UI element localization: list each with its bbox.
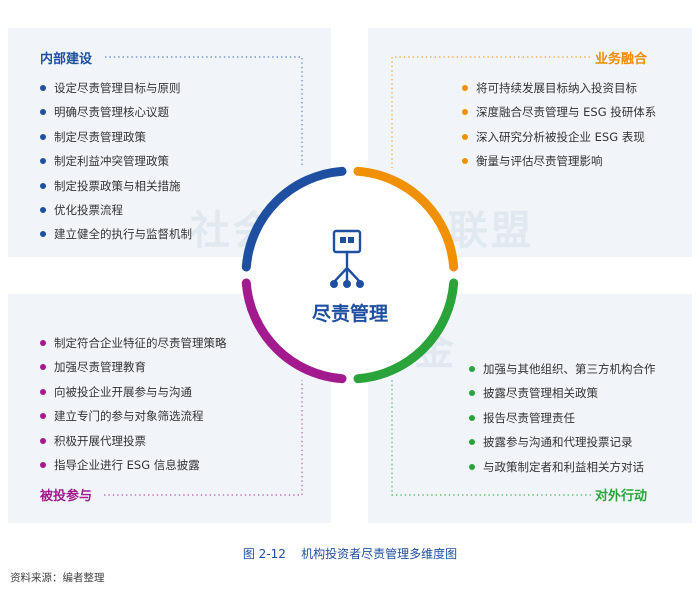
list-item: 加强与其他组织、第三方机构合作 <box>469 357 656 381</box>
ring-arc-external <box>353 278 459 384</box>
list-item: 将可持续发展目标纳入投资目标 <box>462 76 656 100</box>
list-item: 制定利益冲突管理政策 <box>40 149 192 173</box>
list-item: 深入研究分析被投企业 ESG 表现 <box>462 125 656 149</box>
list-item: 衡量与评估尽责管理影响 <box>462 149 656 173</box>
list-item: 披露尽责管理相关政策 <box>469 381 656 405</box>
list-item: 披露参与沟通和代理投票记录 <box>469 430 656 454</box>
title-internal: 内部建设 <box>40 52 93 67</box>
center-disc <box>246 171 454 379</box>
list-internal: 设定尽责管理目标与原则 明确尽责管理核心议题 制定尽责管理政策 制定利益冲突管理… <box>40 76 192 247</box>
list-item: 制定符合企业特征的尽责管理策略 <box>40 331 227 355</box>
list-item: 明确尽责管理核心议题 <box>40 100 192 124</box>
list-item: 建立专门的参与对象筛选流程 <box>40 404 227 428</box>
title-business: 业务融合 <box>595 52 648 67</box>
source-note: 资料来源：编者整理 <box>10 572 105 584</box>
center-title: 尽责管理 <box>311 303 388 325</box>
title-investee: 被投参与 <box>40 489 93 504</box>
list-item: 积极开展代理投票 <box>40 429 227 453</box>
list-item: 加强尽责管理教育 <box>40 355 227 379</box>
org-hierarchy-icon <box>330 229 365 289</box>
list-item: 与政策制定者和利益相关方对话 <box>469 455 656 479</box>
list-item: 制定投票政策与相关措施 <box>40 174 192 198</box>
list-business: 将可持续发展目标纳入投资目标 深度融合尽责管理与 ESG 投研体系 深入研究分析… <box>462 76 656 174</box>
list-item: 指导企业进行 ESG 信息披露 <box>40 453 227 477</box>
list-item: 报告尽责管理责任 <box>469 406 656 430</box>
list-item: 优化投票流程 <box>40 198 192 222</box>
figure-caption: 图 2-12 机构投资者尽责管理多维度图 <box>242 547 458 561</box>
list-investee: 制定符合企业特征的尽责管理策略 加强尽责管理教育 向被投企业开展参与与沟通 建立… <box>40 331 227 477</box>
ring-arc-investee <box>241 278 347 384</box>
ring-arc-business <box>353 166 459 272</box>
list-item: 建立健全的执行与监督机制 <box>40 222 192 246</box>
list-item: 深度融合尽责管理与 ESG 投研体系 <box>462 100 656 124</box>
ring-arc-internal <box>241 166 347 272</box>
list-item: 向被投企业开展参与与沟通 <box>40 380 227 404</box>
title-external: 对外行动 <box>595 489 648 504</box>
list-item: 制定尽责管理政策 <box>40 125 192 149</box>
list-item: 设定尽责管理目标与原则 <box>40 76 192 100</box>
list-external: 加强与其他组织、第三方机构合作 披露尽责管理相关政策 报告尽责管理责任 披露参与… <box>469 357 656 479</box>
